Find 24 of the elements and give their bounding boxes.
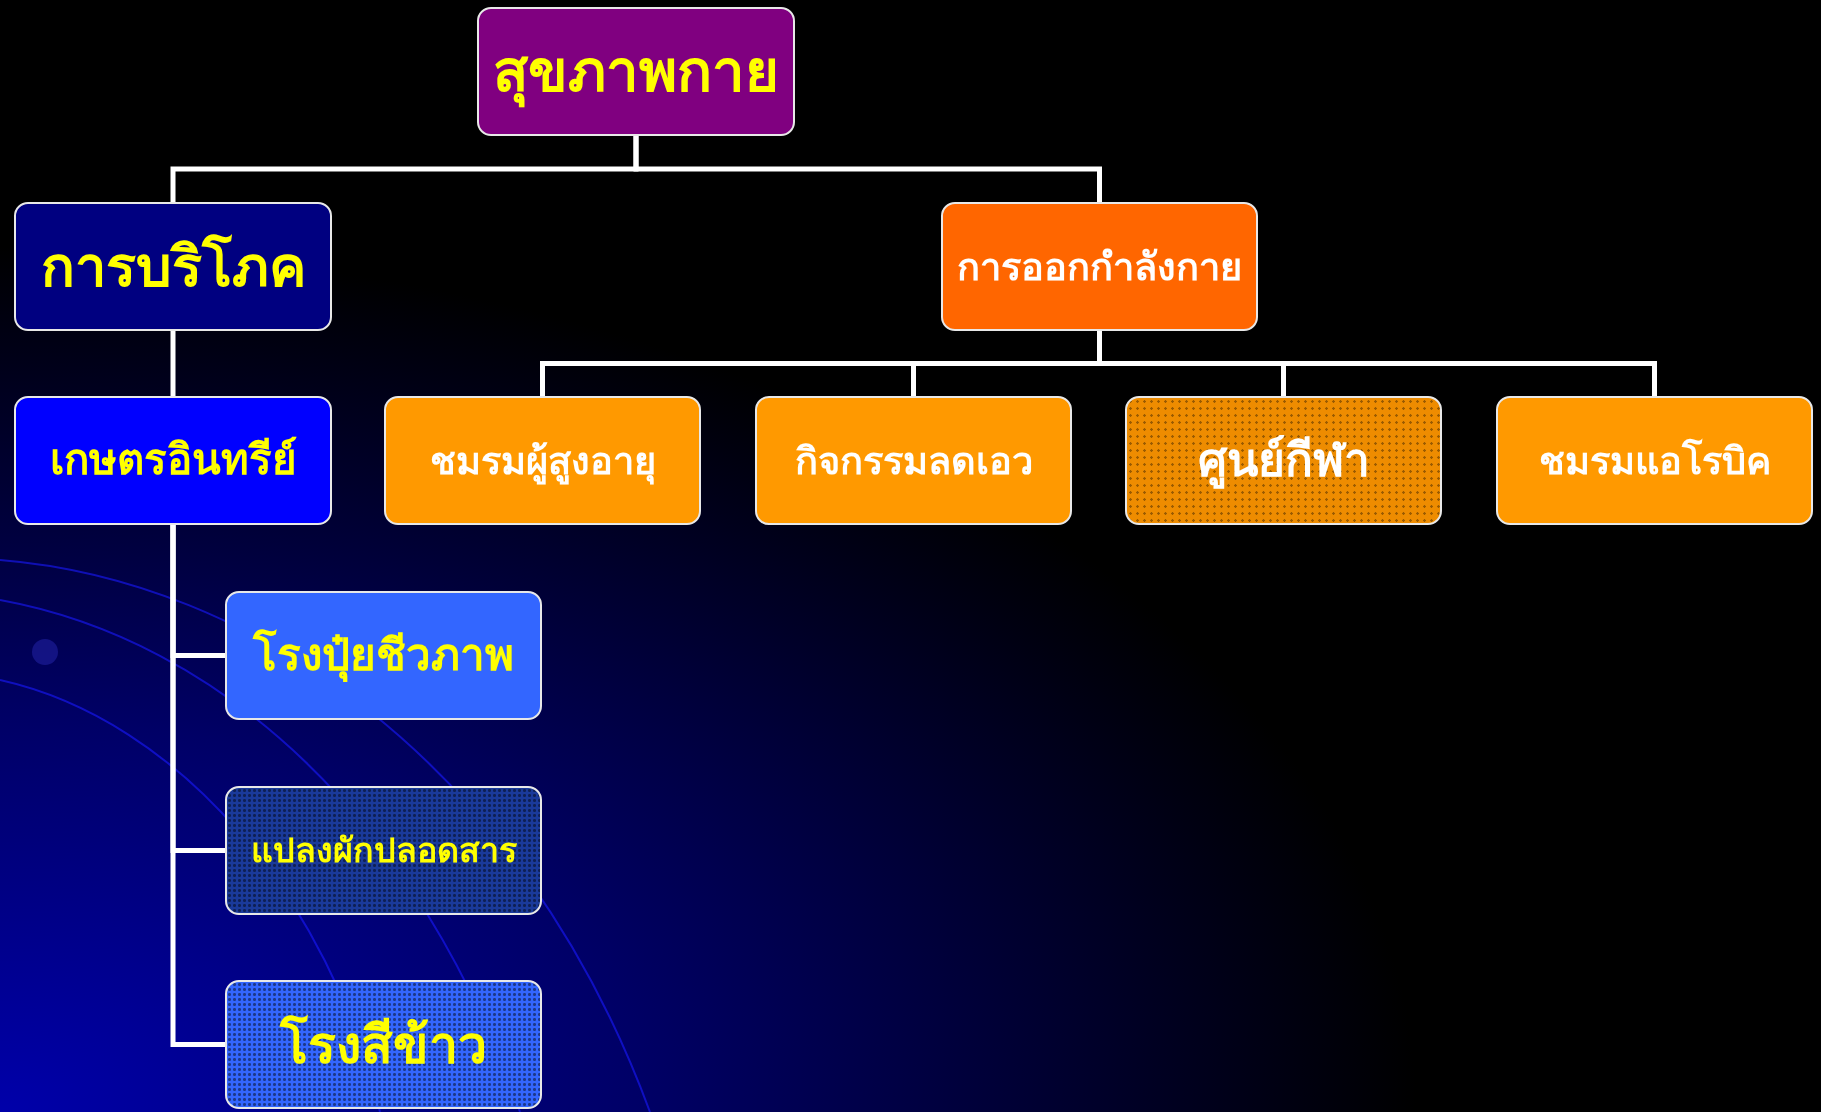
box-label: แปลงผักปลอดสาร	[250, 830, 517, 871]
box-label: ชมรมแอโรบิค	[1538, 438, 1771, 483]
box-label: กิจกรรมลดเอว	[794, 438, 1033, 483]
connector-line	[633, 136, 1102, 202]
connector-line	[170, 525, 225, 1047]
box-label: เกษตรอินทรีย์	[49, 436, 297, 485]
org-chart-box	[755, 396, 1072, 525]
org-chart-box	[225, 980, 542, 1109]
org-chart-box	[225, 591, 542, 720]
org-chart-box	[1496, 396, 1813, 525]
box-label: โรงสีข้าว	[280, 1014, 487, 1075]
box-label: โรงปุ๋ยชีวภาพ	[253, 630, 514, 681]
org-chart-box	[225, 786, 542, 915]
org-chart-box	[384, 396, 701, 525]
org-chart-box	[14, 396, 332, 525]
org-chart-box	[1125, 396, 1442, 525]
box-label: ชมรมผู้สูงอายุ	[429, 438, 656, 483]
org-chart-box	[14, 202, 332, 331]
box-label: การบริโภค	[40, 234, 306, 299]
box-label: ศูนย์กีฬา	[1197, 434, 1370, 487]
org-chart-box	[941, 202, 1258, 331]
box-label: การออกกำลังกาย	[957, 244, 1242, 289]
org-chart-box	[477, 7, 795, 136]
connector-line	[170, 331, 176, 396]
